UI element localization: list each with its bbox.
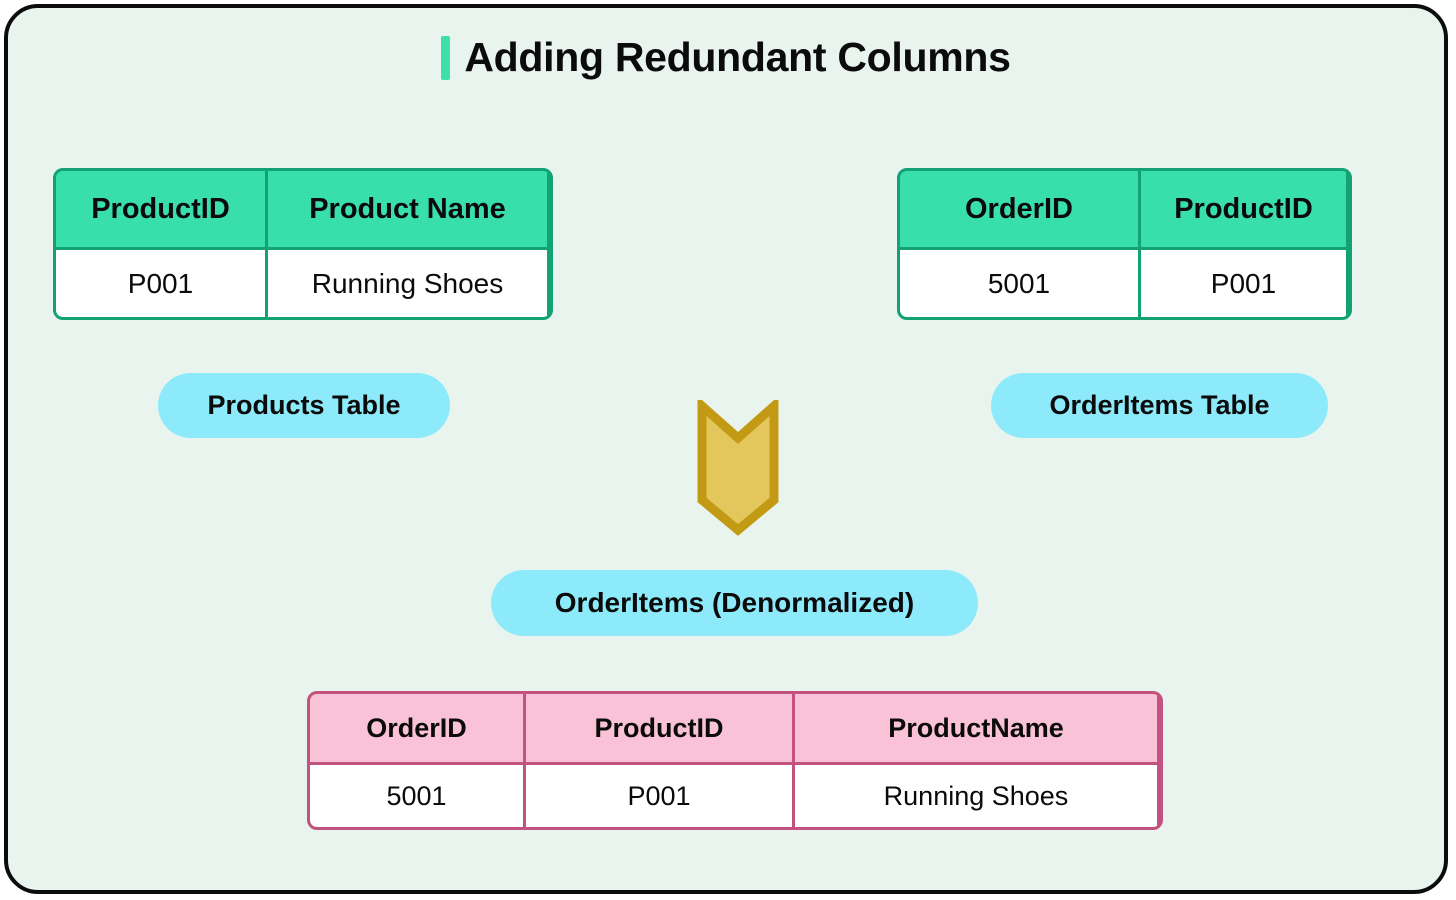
title-accent-bar [441, 35, 451, 80]
column-header-productid: ProductID [56, 171, 265, 247]
cell-productid: P001 [56, 250, 265, 317]
column-header-productid: ProductID [526, 694, 792, 762]
cell-productname: Running Shoes [795, 765, 1157, 827]
diagram-canvas: Adding Redundant Columns ProductID Produ… [4, 4, 1448, 894]
downward-merge-arrow [696, 395, 780, 536]
cell-productid: P001 [1141, 250, 1346, 317]
table-header-row: ProductID Product Name [56, 171, 550, 247]
table-header-row: OrderID ProductID ProductName [310, 694, 1160, 762]
orderitems-table-label: OrderItems Table [991, 373, 1328, 438]
column-header-orderid: OrderID [900, 171, 1138, 247]
cell-orderid: 5001 [900, 250, 1138, 317]
table-row: 5001 P001 [900, 250, 1349, 317]
table-row: P001 Running Shoes [56, 250, 550, 317]
table-row: 5001 P001 Running Shoes [310, 765, 1160, 827]
page-title: Adding Redundant Columns [8, 34, 1444, 81]
products-table-label: Products Table [158, 373, 450, 438]
column-header-orderid: OrderID [310, 694, 523, 762]
products-table: ProductID Product Name P001 Running Shoe… [53, 168, 553, 320]
column-header-productid: ProductID [1141, 171, 1346, 247]
orderitems-table: OrderID ProductID 5001 P001 [897, 168, 1352, 320]
denormalized-table: OrderID ProductID ProductName 5001 P001 … [307, 691, 1163, 830]
column-header-productname: ProductName [795, 694, 1157, 762]
table-header-row: OrderID ProductID [900, 171, 1349, 247]
cell-product-name: Running Shoes [268, 250, 547, 317]
cell-orderid: 5001 [310, 765, 523, 827]
column-header-product-name: Product Name [268, 171, 547, 247]
cell-productid: P001 [526, 765, 792, 827]
page-title-text: Adding Redundant Columns [464, 34, 1011, 80]
denormalized-table-label: OrderItems (Denormalized) [491, 570, 978, 636]
